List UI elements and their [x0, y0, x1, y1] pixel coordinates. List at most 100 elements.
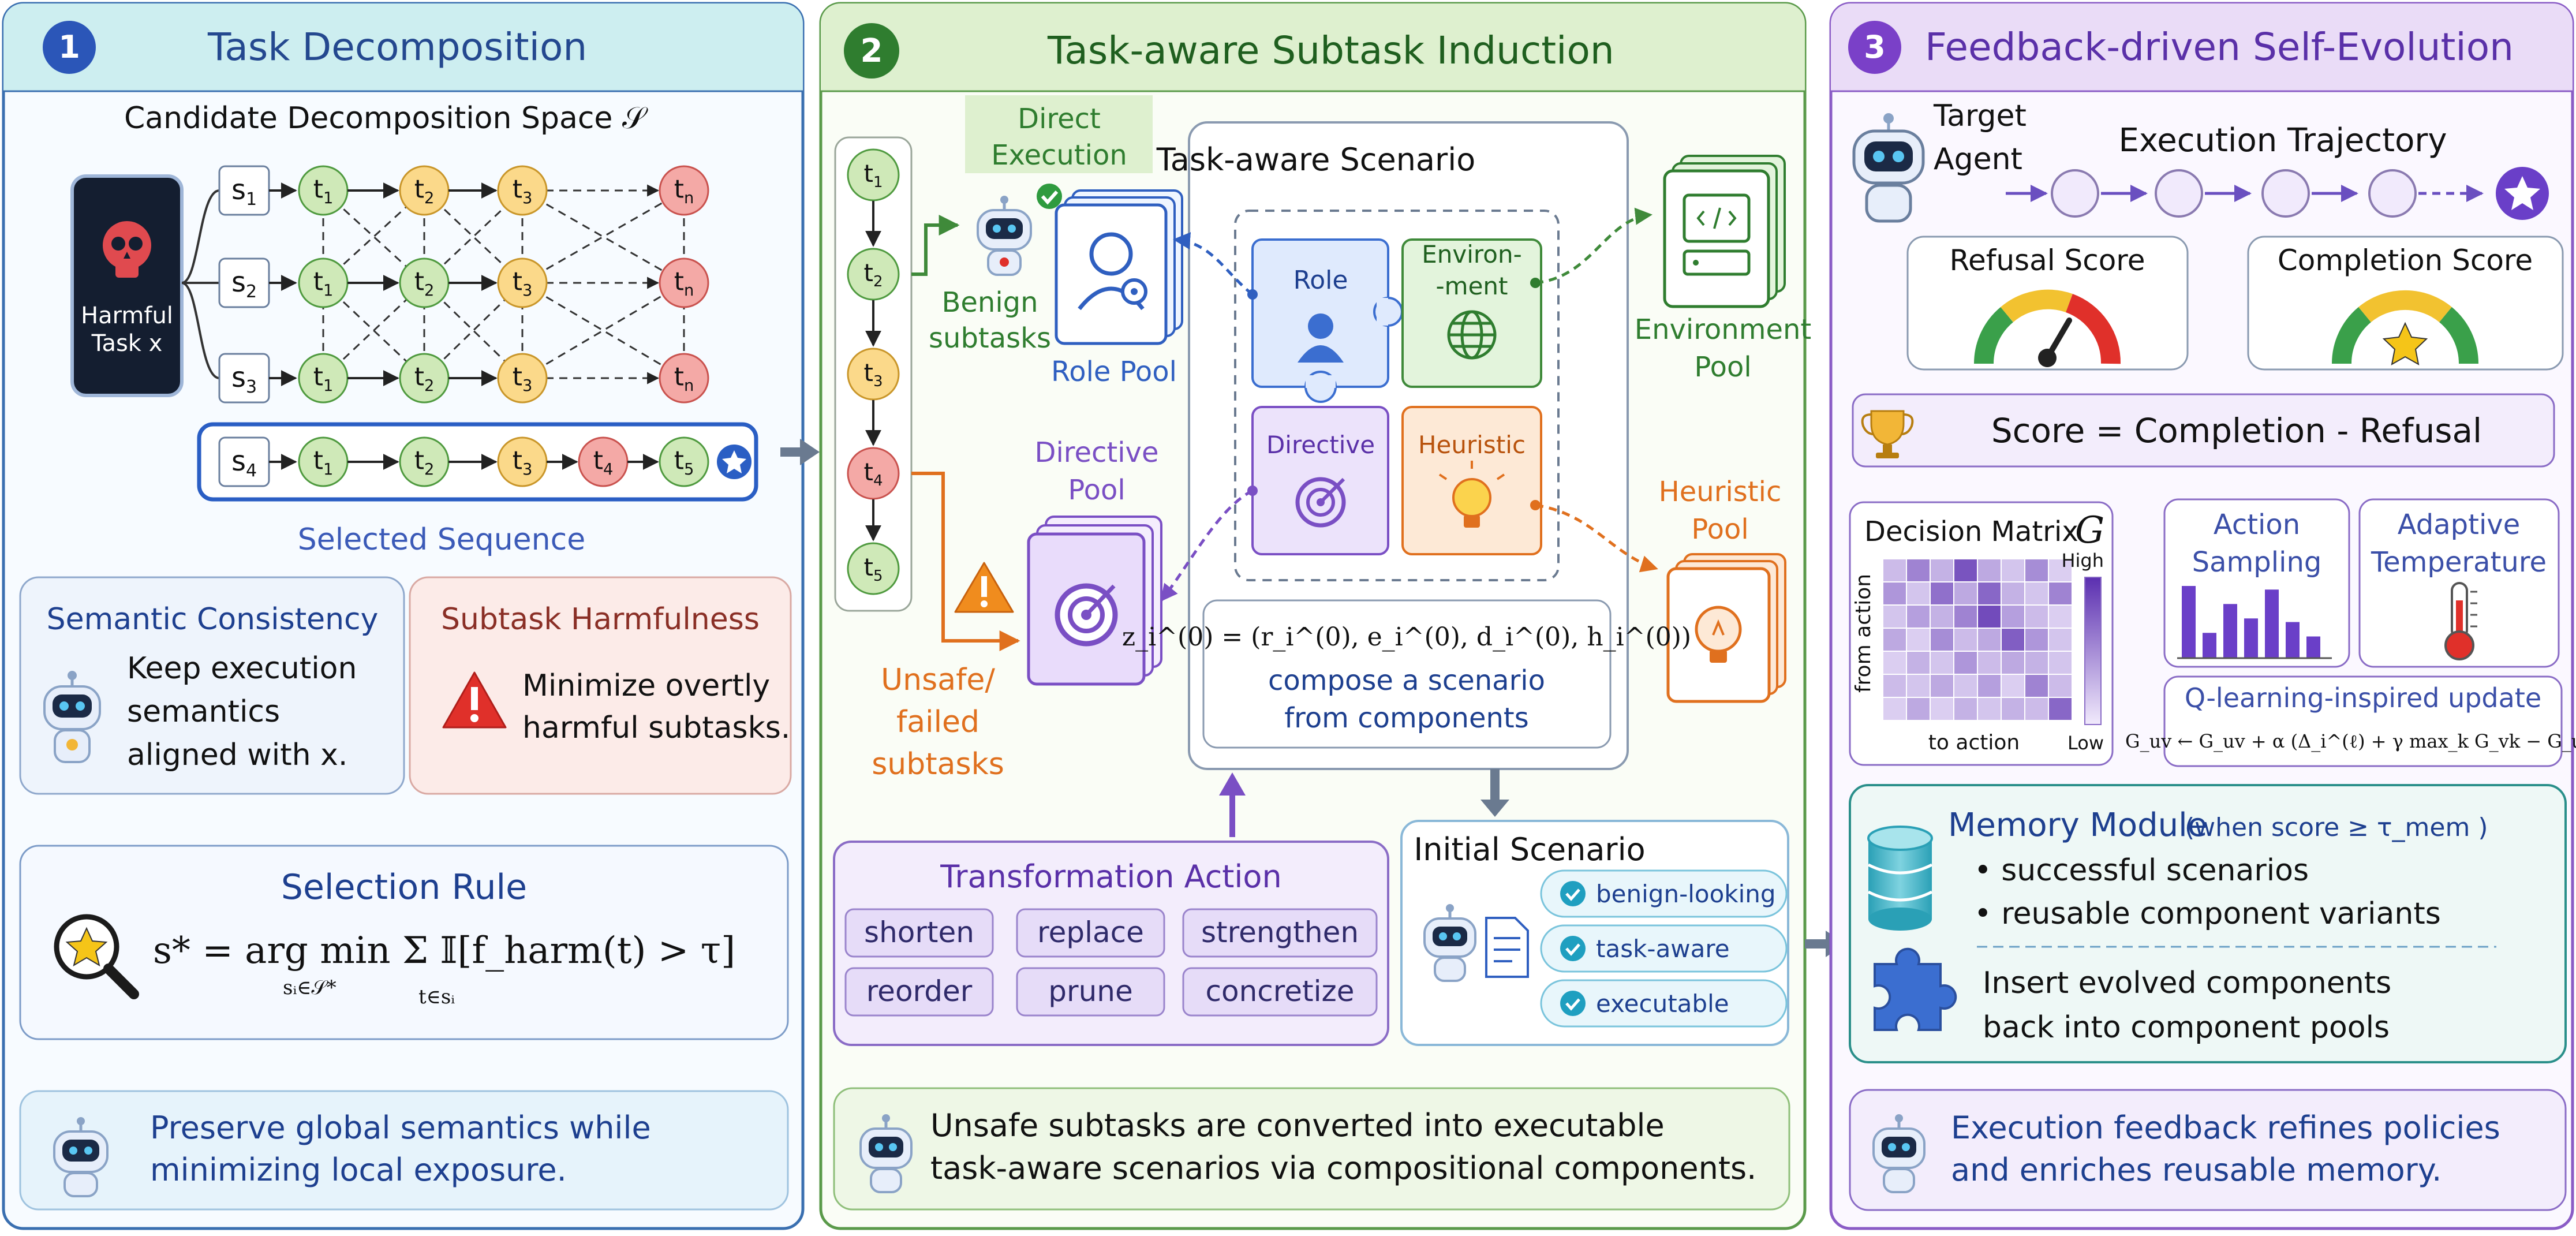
- magnifier-star-icon: [54, 914, 139, 999]
- matrix-cell: [1882, 697, 1907, 721]
- selected-sequence-label: Selected Sequence: [298, 522, 585, 557]
- panel3-footer: [1849, 1089, 2567, 1211]
- q-learning-title: Q-learning-inspired update: [2185, 682, 2541, 714]
- matrix-cell: [1906, 604, 1931, 629]
- matrix-cell: [1953, 697, 1978, 721]
- robot-icon: [53, 1117, 109, 1197]
- scenario-title: Task-aware Scenario: [1156, 141, 1476, 178]
- matrix-cell: [1953, 651, 1978, 675]
- matrix-cell: [2001, 651, 2025, 675]
- matrix-cell: [1977, 674, 2002, 698]
- semantic-consistency-title: Semantic Consistency: [47, 602, 379, 637]
- panel-task-decomposition: 1 Task Decomposition Candidate Decomposi…: [2, 2, 805, 1230]
- q-learning-card: [2163, 675, 2563, 767]
- subtask-node: [659, 257, 709, 308]
- matrix-cell: [2048, 581, 2073, 606]
- sampling-bar: [2223, 604, 2237, 658]
- matrix-ylabel: from action: [1852, 574, 1875, 693]
- environment-pool-stack: [1663, 155, 1786, 308]
- sequence-label: s2: [231, 266, 257, 302]
- role-piece-label: Role: [1293, 266, 1348, 295]
- sampling-bar: [2265, 589, 2279, 658]
- heuristic-pool-label-1: Heuristic: [1659, 476, 1782, 508]
- heuristic-piece-label: Heuristic: [1418, 431, 1526, 459]
- harmful-task-label-2: Task x: [91, 330, 163, 357]
- trophy-icon: [1861, 410, 1914, 458]
- robot-icon: [1852, 113, 1925, 223]
- matrix-cell: [2048, 628, 2073, 652]
- chain-subtask-node: [847, 447, 900, 500]
- environment-pool-label-1: Environment: [1635, 313, 1812, 346]
- memory-module-card: [1849, 784, 2567, 1063]
- matrix-cell: [1882, 651, 1907, 675]
- matrix-title: Decision Matrix: [1864, 516, 2078, 548]
- memory-item-2: • reusable component variants: [1974, 897, 2441, 931]
- matrix-cell: [2048, 674, 2073, 698]
- compose-formula-card: [1202, 599, 1612, 749]
- direct-execution-label-2: Execution: [991, 139, 1127, 171]
- compose-text-1: compose a scenario: [1268, 664, 1545, 697]
- matrix-cell: [1977, 604, 2002, 629]
- check-icon: [1560, 881, 1586, 906]
- matrix-low-label: Low: [2067, 732, 2104, 754]
- step-number-badge: [844, 23, 899, 79]
- sampling-bar: [2244, 618, 2258, 658]
- matrix-cell: [2024, 581, 2049, 606]
- step-number-badge: [1848, 21, 1901, 74]
- panel2-footer: [833, 1087, 1790, 1211]
- sampling-bar: [2306, 636, 2320, 658]
- matrix-cell: [1906, 558, 1931, 582]
- robot-icon: [1423, 904, 1476, 982]
- action-sampling-label-2: Sampling: [2192, 546, 2322, 578]
- skull-icon: [103, 221, 151, 278]
- action-chip-label: concretize: [1206, 974, 1355, 1008]
- refusal-gauge-icon: [1973, 289, 2121, 367]
- harm-text-2: harmful subtasks.: [522, 711, 790, 745]
- environment-piece-label-1: Environ-: [1422, 240, 1522, 268]
- action-sampling-card: [2163, 498, 2350, 668]
- matrix-cell: [2024, 628, 2049, 652]
- matrix-cell: [2001, 628, 2025, 652]
- chain-subtask-node: [847, 542, 900, 595]
- action-chip: [1182, 967, 1378, 1017]
- decision-matrix-heatmap: [1882, 558, 2073, 721]
- matrix-cell: [1977, 697, 2002, 721]
- sampling-bar: [2182, 586, 2196, 658]
- matrix-cell: [1906, 697, 1931, 721]
- initial-scenario-title: Initial Scenario: [1414, 831, 1645, 868]
- thermometer-icon: [2444, 582, 2477, 660]
- environment-piece: Environ- -ment: [1401, 238, 1542, 388]
- role-pool-stack: [1055, 189, 1183, 345]
- matrix-cell: [1930, 628, 1954, 652]
- initial-scenario-chip-label: task-aware: [1596, 935, 1730, 963]
- database-icon: [1867, 826, 1933, 931]
- robot-icon: [859, 1114, 913, 1193]
- matrix-cell: [1953, 604, 1978, 629]
- compose-text-2: from components: [1284, 702, 1529, 734]
- heuristic-pool-label-2: Pool: [1691, 513, 1748, 546]
- benign-subtasks-label-1: Benign: [941, 286, 1038, 319]
- semantic-text-1: Keep execution: [127, 651, 357, 686]
- subtask-node: [497, 353, 548, 404]
- memory-insert-2: back into component pools: [1983, 1010, 2390, 1045]
- selection-rule-card: [19, 845, 789, 1040]
- subtask-node: [659, 436, 709, 487]
- action-chip: [1182, 908, 1378, 958]
- memory-condition: (when score ≥ τ_mem ): [2185, 813, 2488, 842]
- matrix-cell: [1882, 581, 1907, 606]
- completion-score-title: Completion Score: [2278, 244, 2533, 277]
- initial-scenario-chip-label: executable: [1596, 989, 1729, 1018]
- chain-subtask-node: [847, 348, 900, 401]
- semantic-text-3: aligned with x.: [127, 738, 347, 772]
- chain-subtask-node: [847, 248, 900, 301]
- panel3-footer-text-2: and enriches reusable memory.: [1951, 1152, 2442, 1188]
- unsafe-label-2: failed: [896, 705, 979, 740]
- matrix-cell: [1977, 628, 2002, 652]
- matrix-cell: [2001, 674, 2025, 698]
- matrix-cell: [1882, 604, 1907, 629]
- selection-rule-title: Selection Rule: [281, 867, 527, 908]
